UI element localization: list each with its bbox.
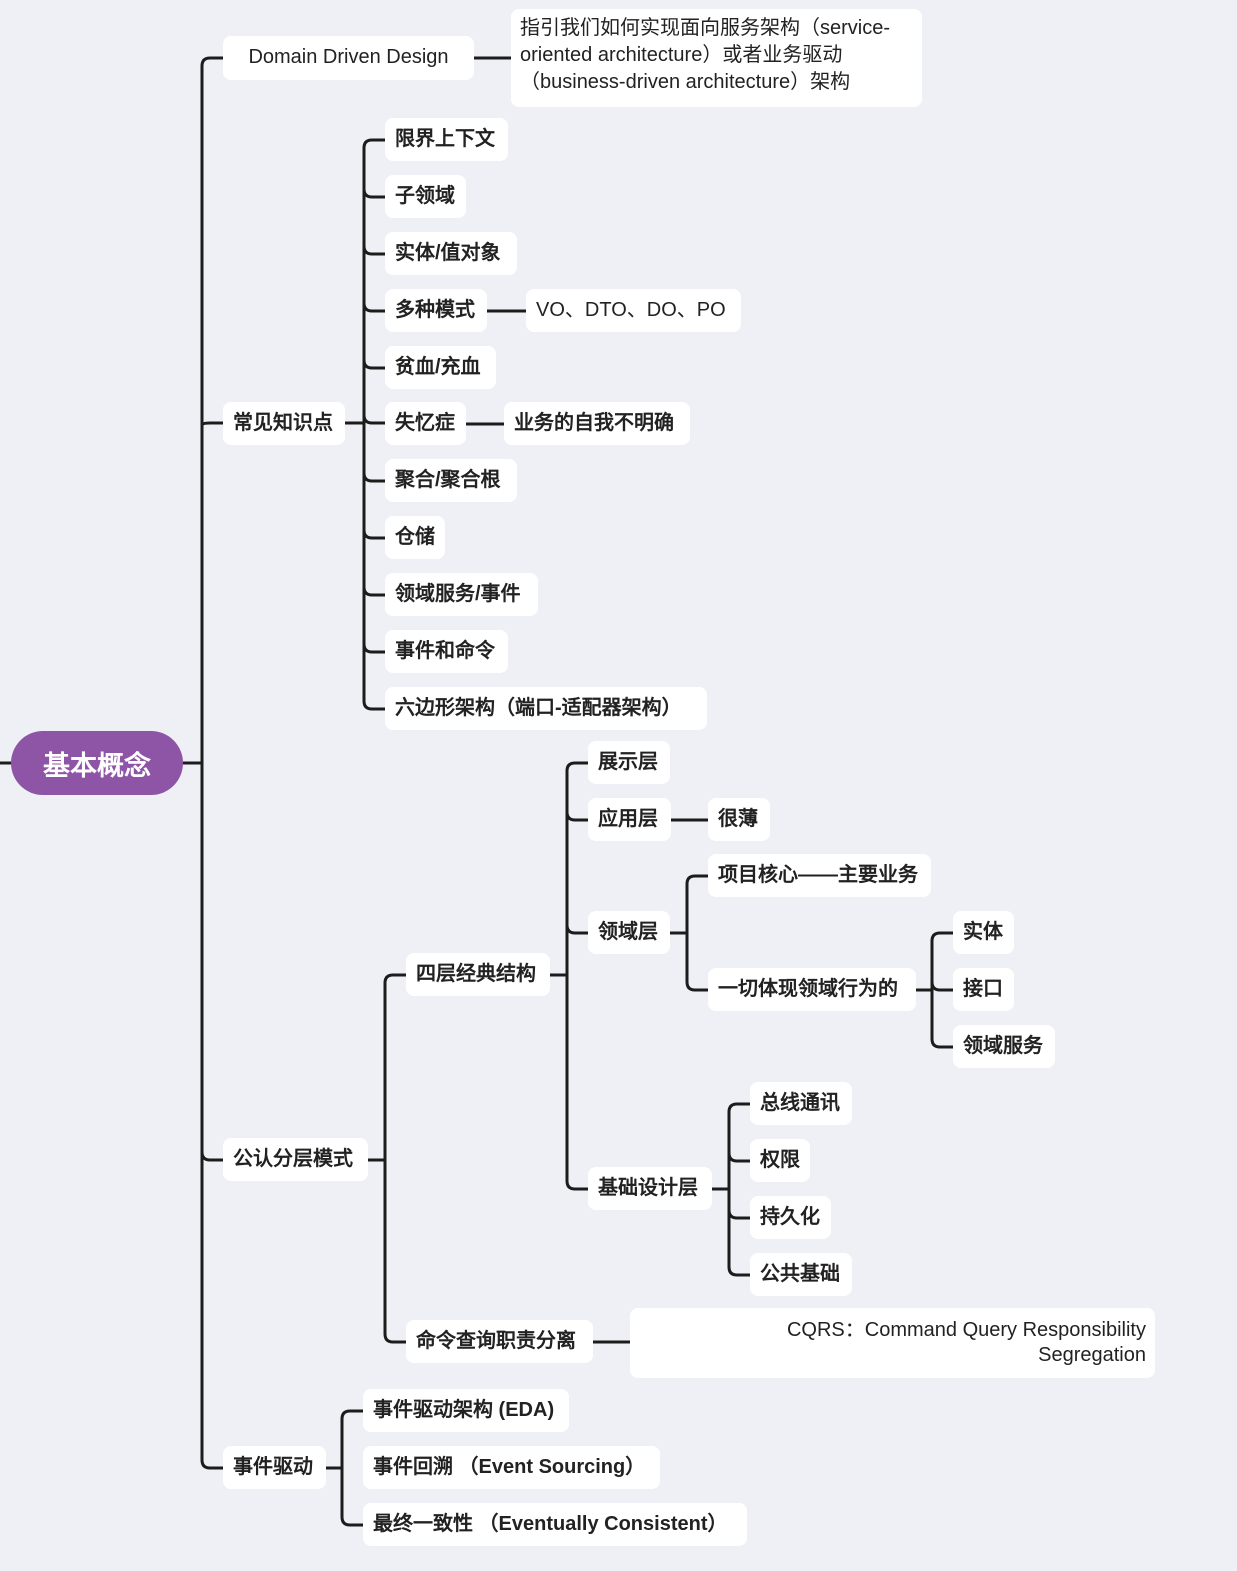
- node-amnesia[interactable]: 失忆症: [385, 402, 466, 445]
- node-infra-common[interactable]: 公共基础: [750, 1253, 852, 1296]
- node-bounded-context[interactable]: 限界上下文: [385, 118, 508, 161]
- node-domain-core[interactable]: 项目核心——主要业务: [708, 854, 931, 897]
- node-cqrs[interactable]: 命令查询职责分离: [406, 1320, 593, 1363]
- node-infra-persistence[interactable]: 持久化: [750, 1196, 831, 1239]
- node-behavior-service[interactable]: 领域服务: [953, 1025, 1055, 1068]
- node-amnesia-detail[interactable]: 业务的自我不明确: [504, 402, 690, 445]
- node-eda[interactable]: 事件驱动架构 (EDA): [363, 1389, 569, 1432]
- node-behavior-interface[interactable]: 接口: [953, 968, 1014, 1011]
- node-knowledge[interactable]: 常见知识点: [223, 402, 345, 445]
- node-infrastructure[interactable]: 基础设计层: [588, 1167, 712, 1210]
- node-models[interactable]: 多种模式: [385, 289, 487, 332]
- node-domain-behavior[interactable]: 一切体现领域行为的: [708, 968, 916, 1011]
- node-layers[interactable]: 公认分层模式: [223, 1138, 368, 1181]
- node-models-detail[interactable]: VO、DTO、DO、PO: [526, 289, 741, 332]
- node-entity-vo[interactable]: 实体/值对象: [385, 232, 517, 275]
- node-infra-bus[interactable]: 总线通讯: [750, 1082, 852, 1125]
- node-four-layer[interactable]: 四层经典结构: [406, 953, 550, 996]
- node-application-detail[interactable]: 很薄: [708, 798, 770, 841]
- node-aggregate[interactable]: 聚合/聚合根: [385, 459, 517, 502]
- node-subdomain[interactable]: 子领域: [385, 175, 466, 218]
- node-domain-layer[interactable]: 领域层: [588, 911, 670, 954]
- node-presentation[interactable]: 展示层: [588, 741, 670, 784]
- node-application[interactable]: 应用层: [588, 798, 671, 841]
- node-event-command[interactable]: 事件和命令: [385, 630, 508, 673]
- node-infra-permission[interactable]: 权限: [750, 1139, 810, 1182]
- node-eventually-consistent[interactable]: 最终一致性 （Eventually Consistent）: [363, 1503, 747, 1546]
- root-node[interactable]: 基本概念: [11, 731, 183, 795]
- node-repository[interactable]: 仓储: [385, 516, 445, 559]
- node-ddd-note[interactable]: 指引我们如何实现面向服务架构（service-oriented architec…: [511, 9, 922, 107]
- node-ddd[interactable]: Domain Driven Design: [223, 36, 474, 80]
- node-anemic[interactable]: 贫血/充血: [385, 346, 496, 389]
- node-domain-service-event[interactable]: 领域服务/事件: [385, 573, 538, 616]
- node-event-sourcing[interactable]: 事件回溯 （Event Sourcing）: [363, 1446, 660, 1489]
- node-cqrs-detail[interactable]: CQRS：Command Query Responsibility Segreg…: [630, 1308, 1155, 1378]
- node-hexagonal[interactable]: 六边形架构（端口-适配器架构）: [385, 687, 707, 730]
- node-behavior-entity[interactable]: 实体: [953, 911, 1014, 954]
- node-event-driven[interactable]: 事件驱动: [223, 1446, 326, 1489]
